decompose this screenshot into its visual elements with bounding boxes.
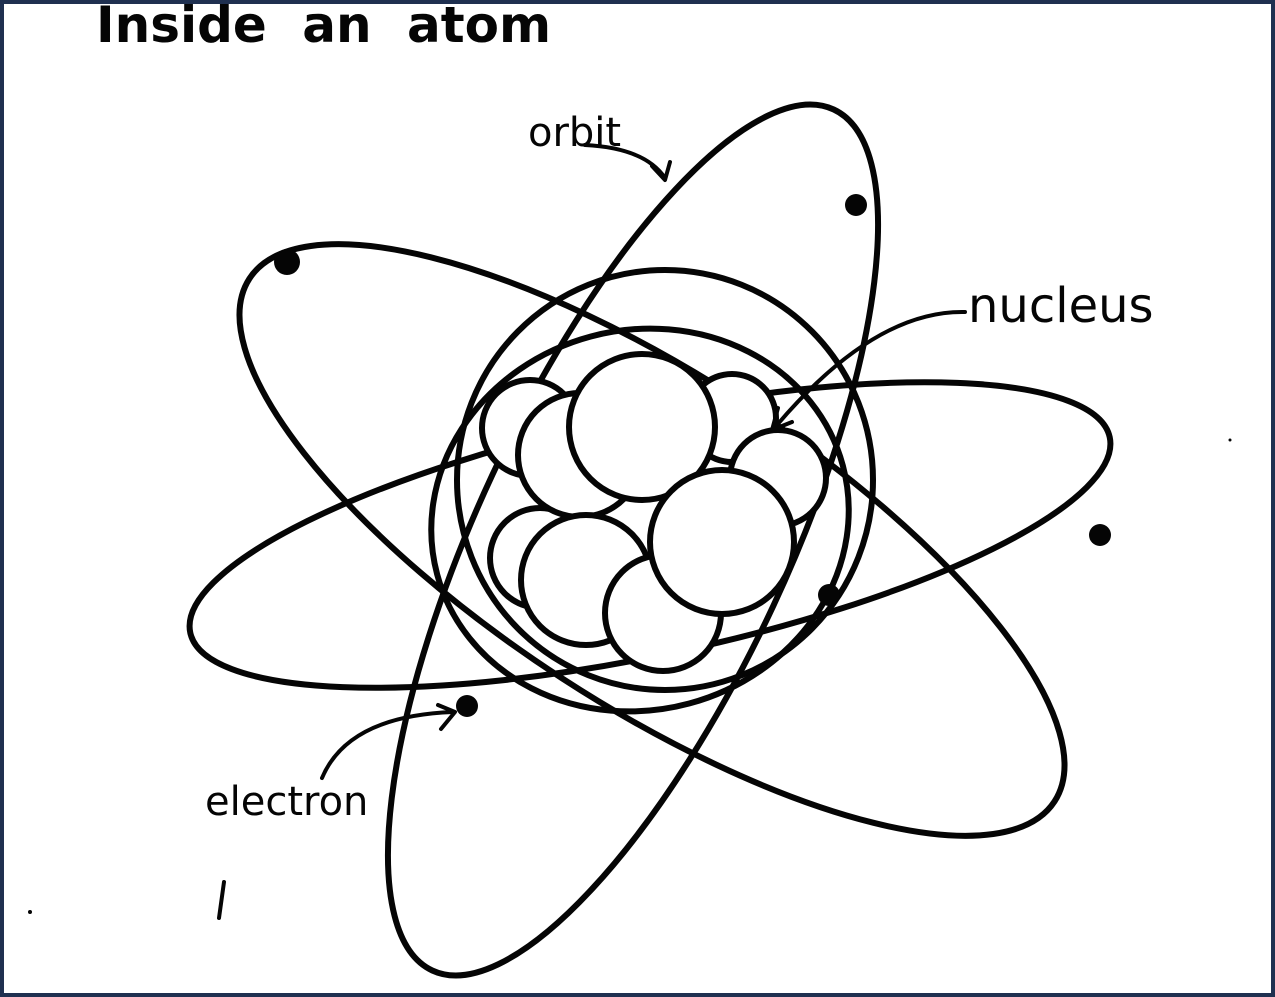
orbit-steep [384,101,882,979]
electron-dot [274,249,300,275]
nucleus-arrow [775,309,967,427]
electron-dot [456,695,478,717]
inner-orbit-round [454,267,876,693]
electron-label: electron [205,779,368,825]
stray-marks [28,438,1232,920]
electron-dot [818,584,840,606]
orbit-arrow [583,143,667,180]
electron-dot [1089,524,1111,546]
orbit-arrow-head [650,160,672,182]
electron-arrow-head [436,703,457,731]
stray-mark [1228,438,1232,442]
stray-mark [217,880,226,920]
nucleus-particle [647,467,797,617]
diagram-title: Inside an atom [96,0,551,54]
inner-orbit-tilted [428,325,852,715]
electrons [274,194,1111,717]
electron-dot [845,194,867,216]
stray-mark [28,910,32,914]
nucleus-particle [566,351,718,503]
nucleus-label: nucleus [968,278,1154,334]
inner-orbits [428,267,876,715]
nucleus [479,351,829,674]
nucleus-arrow-head [770,406,794,432]
electron-arrow [320,710,455,780]
